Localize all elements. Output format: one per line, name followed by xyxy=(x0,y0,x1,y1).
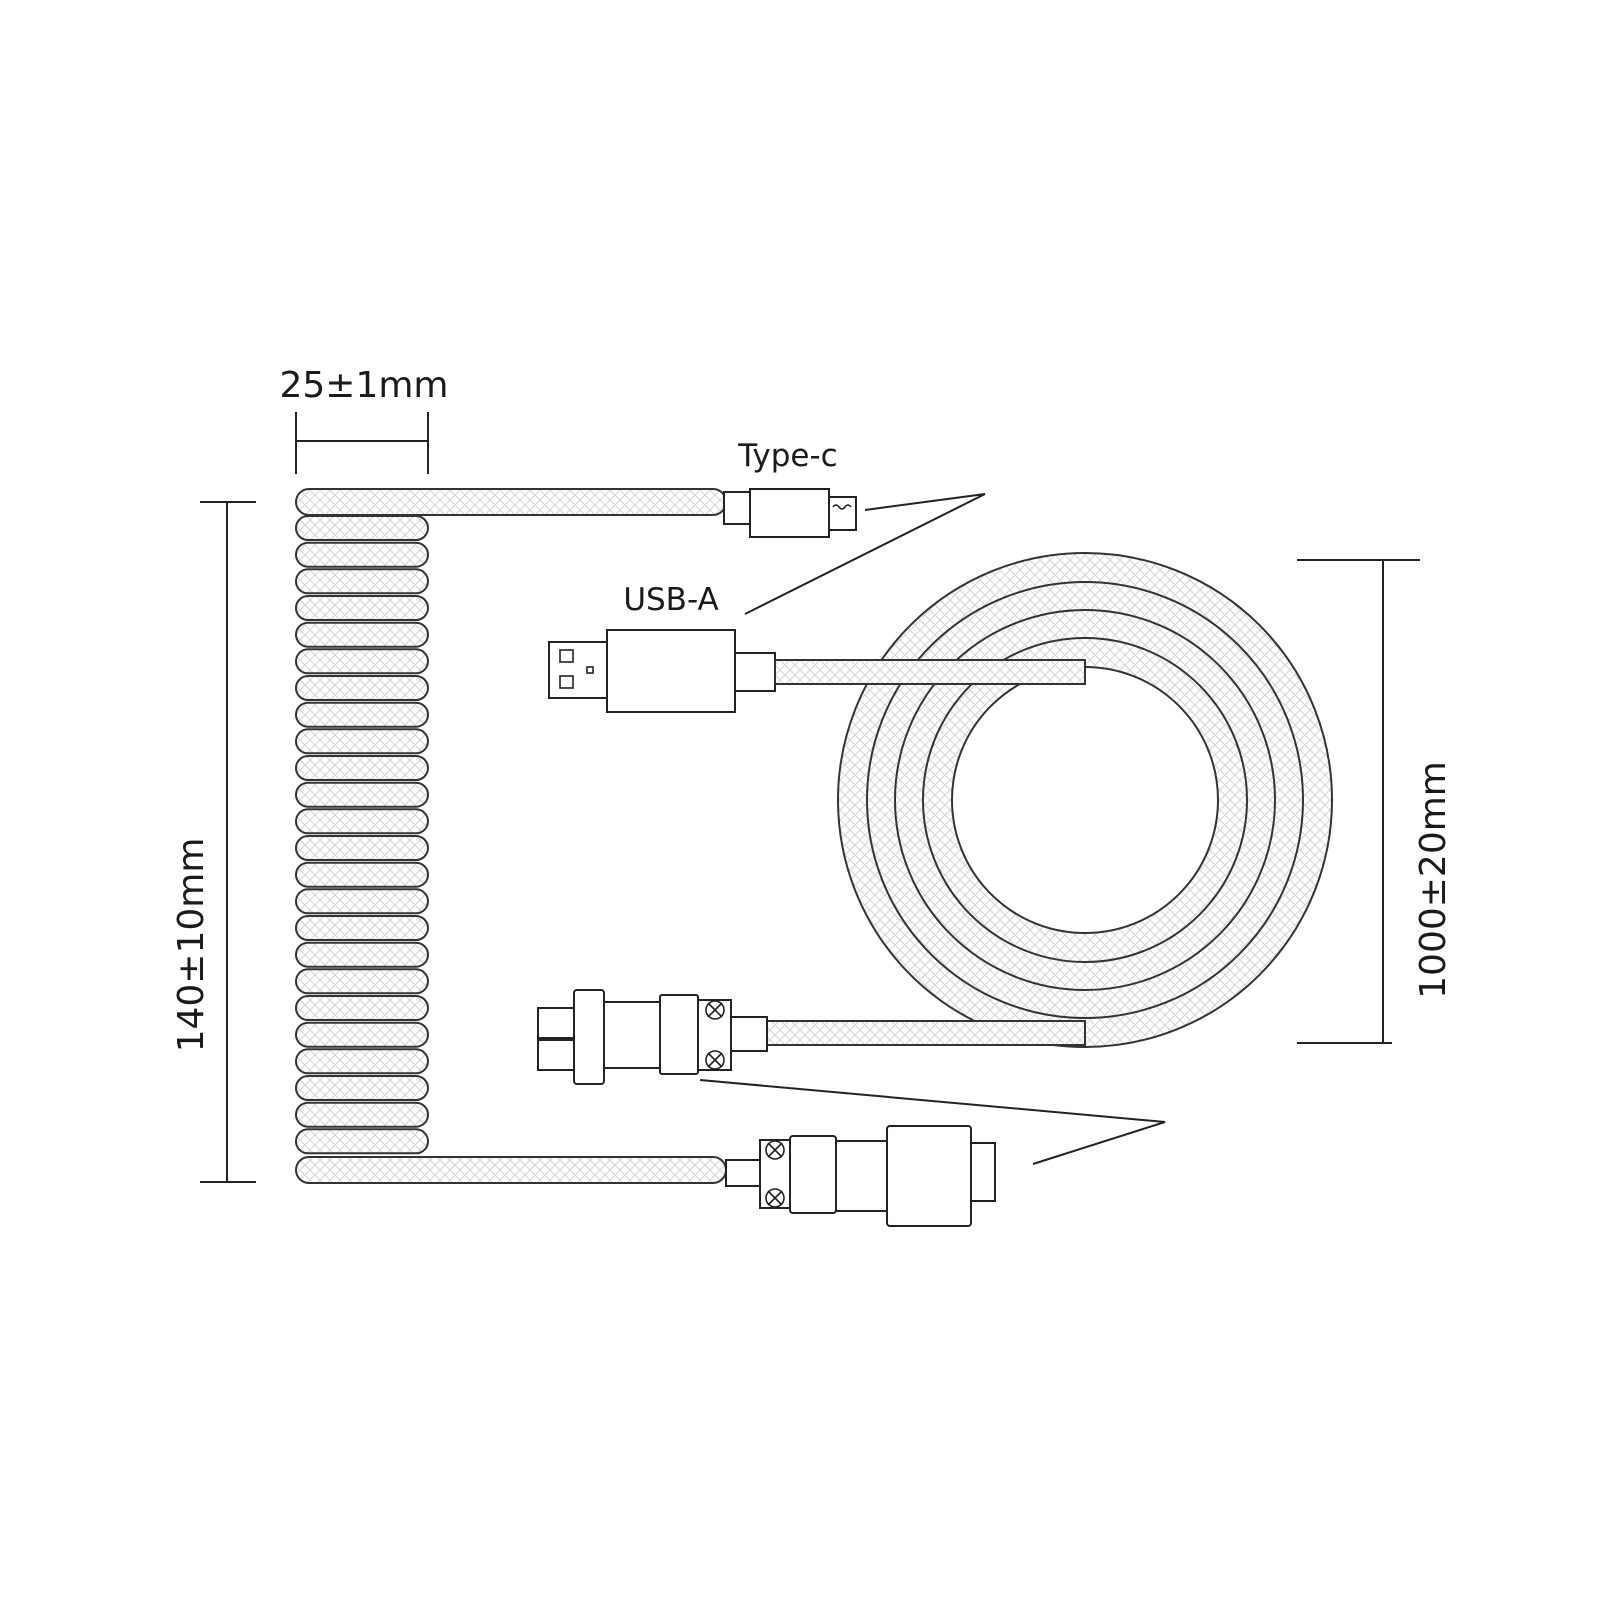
coil-loop xyxy=(295,861,429,888)
type-c-label: Type-c xyxy=(737,438,837,474)
coil-loop xyxy=(295,835,429,861)
aviator-connector-icon xyxy=(537,989,768,1085)
type-c-connector-icon xyxy=(723,488,857,538)
coil-loop xyxy=(295,781,429,808)
aviator-plug-icon xyxy=(725,1125,996,1227)
coil-loop xyxy=(295,515,429,541)
coiled-cable xyxy=(295,515,429,1155)
coil-loop xyxy=(295,941,429,968)
coil-loop xyxy=(295,1075,429,1101)
coil-loop xyxy=(295,968,429,995)
coil-loop xyxy=(295,1101,429,1128)
top-cable-segment xyxy=(295,488,727,516)
bottom-cable-segment xyxy=(295,1156,727,1184)
callout-lines xyxy=(699,493,1166,1165)
coil-loop xyxy=(295,888,429,915)
coil-loop xyxy=(295,541,429,568)
coil-loop xyxy=(295,675,429,701)
coil-loop xyxy=(295,1021,429,1048)
coil-loop xyxy=(295,568,429,595)
coil-width-dimension: 25±1mm xyxy=(279,365,449,474)
coil-loop xyxy=(295,595,429,621)
coil-length-label: 140±10mm xyxy=(171,838,212,1053)
cable-length-label: 1000±20mm xyxy=(1413,761,1454,999)
coil-loop xyxy=(295,995,429,1021)
coil-loop xyxy=(295,701,429,728)
spiral-cable xyxy=(764,552,1333,1048)
coil-loop xyxy=(295,808,429,835)
coil-length-dimension: 140±10mm xyxy=(171,501,256,1183)
usb-a-label: USB-A xyxy=(623,582,718,618)
coil-loop xyxy=(295,728,429,755)
coil-loop xyxy=(295,1128,429,1155)
cable-length-dimension: 1000±20mm xyxy=(1297,559,1454,1044)
coil-loop xyxy=(295,621,429,648)
coil-width-label: 25±1mm xyxy=(279,365,448,406)
coil-loop xyxy=(295,648,429,675)
usb-a-connector-icon xyxy=(548,629,776,713)
coil-loop xyxy=(295,755,429,781)
coil-loop xyxy=(295,915,429,941)
coil-loop xyxy=(295,1048,429,1075)
